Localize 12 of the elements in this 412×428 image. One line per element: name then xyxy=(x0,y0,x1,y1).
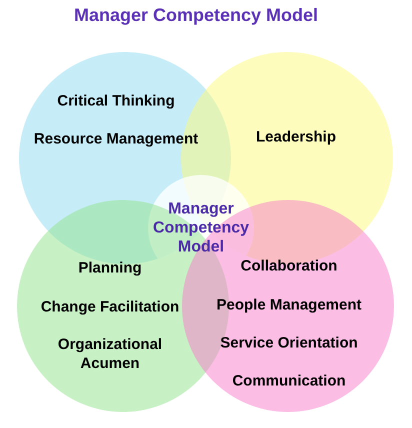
competency-label: Resource Management xyxy=(34,130,198,148)
competency-label: Organizational Acumen xyxy=(56,335,164,373)
center-label: Manager Competency Model xyxy=(152,200,250,256)
competency-label: Planning xyxy=(78,258,142,278)
competency-label: Leadership xyxy=(256,128,336,146)
competency-label: Change Facilitation xyxy=(40,298,180,316)
competency-label: Service Orientation xyxy=(220,334,358,352)
diagram-title: Manager Competency Model xyxy=(74,4,318,26)
competency-label: Critical Thinking xyxy=(57,92,175,110)
competency-label: Collaboration xyxy=(240,256,338,276)
competency-label: Communication xyxy=(232,372,346,390)
competency-label: People Management xyxy=(216,296,362,314)
